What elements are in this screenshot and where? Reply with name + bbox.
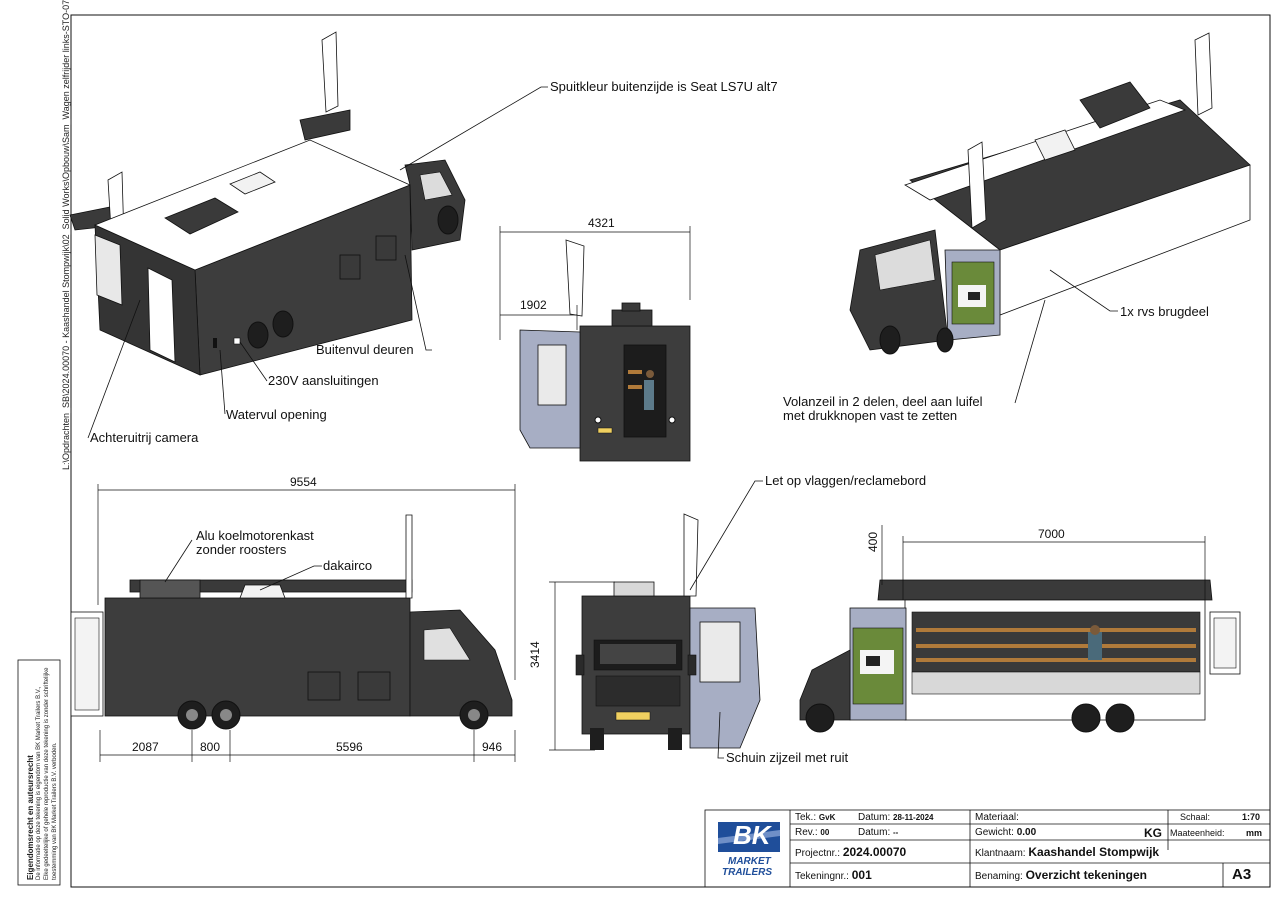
notice-line3: toestemming van BK Market Trailers B.V. … (52, 742, 58, 880)
iso-front-view (849, 32, 1251, 355)
leader-lines-view3 (1014, 269, 1118, 404)
tb-weight: Gewicht: 0.00 (975, 827, 1037, 838)
tb-material: Materiaal: (975, 812, 1019, 823)
leader-lines-view4 (164, 539, 322, 591)
tb-datum: Datum: 28-11-2024 (858, 812, 934, 823)
callout-volant-2: met drukknopen vast te zetten (783, 408, 958, 423)
tb-drawing: Tekeningnr.: 001 (795, 868, 872, 882)
dim-height: 3414 (528, 641, 542, 668)
tb-scale-value: 1:70 (1242, 812, 1261, 822)
dim-wheelbase: 5596 (336, 740, 363, 754)
callout-camera: Achteruitrij camera (90, 430, 199, 445)
tb-unit-label: Maateenheid: (1170, 828, 1225, 838)
leader-lines-view5 (689, 480, 763, 759)
tb-rev: Rev.: 00 (795, 827, 830, 838)
dim-overhang-rear: 2087 (132, 740, 159, 754)
sheet-border (70, 14, 1271, 888)
dim-rear-offset: 1902 (520, 298, 547, 312)
tb-weight-unit: KG (1144, 826, 1162, 840)
callout-fill-doors: Buitenvul deuren (316, 342, 414, 357)
front-view-dimensions (549, 581, 615, 751)
callout-alu-2: zonder roosters (196, 542, 287, 557)
callout-volant-1: Volanzeil in 2 delen, deel aan luifel (783, 394, 983, 409)
tb-datum2: Datum: -- (858, 827, 899, 838)
tb-name: Benaming: Overzicht tekeningen (975, 868, 1147, 882)
callout-side-sail: Schuin zijzeil met ruit (726, 750, 849, 765)
dim-rear-width: 4321 (588, 216, 615, 230)
dim-overhang-front: 946 (482, 740, 503, 754)
logo-line2: TRAILERS (722, 867, 772, 878)
dim-total-length: 9554 (290, 475, 317, 489)
tb-format: A3 (1232, 866, 1252, 883)
callout-spray-color: Spuitkleur buitenzijde is Seat LS7U alt7 (550, 79, 778, 94)
file-path: L:\Opdrachten_SB\2024.00070 - Kaashandel… (61, 0, 71, 470)
open-side-view (799, 579, 1241, 733)
tb-tek: Tek.: GvK (795, 812, 836, 823)
tb-project: Projectnr.: 2024.00070 (795, 845, 907, 859)
front-view (575, 513, 761, 750)
title-block-grid (704, 809, 1271, 888)
logo-letters: BK (733, 820, 771, 850)
leader-lines-view1 (87, 86, 548, 439)
side-view-dimensions (97, 484, 516, 762)
callout-water: Watervul opening (226, 407, 327, 422)
rear-view (519, 239, 691, 462)
tb-unit-value: mm (1246, 828, 1263, 838)
tb-scale-label: Schaal: (1180, 812, 1211, 822)
callout-flags: Let op vlaggen/reclamebord (765, 473, 927, 488)
rear-view-dimensions (499, 226, 691, 340)
callout-power: 230V aansluitingen (268, 373, 379, 388)
open-side-view-dimensions (881, 525, 1206, 600)
dim-awning-offset: 400 (866, 531, 880, 552)
side-view (70, 514, 513, 730)
notice-title: Eigendomsrecht en auteursrecht (26, 755, 35, 880)
dim-axle-spacing: 800 (200, 740, 221, 754)
bk-logo (718, 822, 780, 852)
dim-awning-length: 7000 (1038, 527, 1065, 541)
logo-line1: MARKET (728, 856, 771, 867)
notice-box (17, 659, 61, 886)
callout-alu-1: Alu koelmotorenkast (196, 528, 314, 543)
iso-rear-view (69, 31, 466, 376)
tb-client: Klantnaam: Kaashandel Stompwijk (975, 845, 1160, 859)
callout-aircon: dakairco (323, 558, 373, 573)
callout-bridge: 1x rvs brugdeel (1120, 304, 1209, 319)
